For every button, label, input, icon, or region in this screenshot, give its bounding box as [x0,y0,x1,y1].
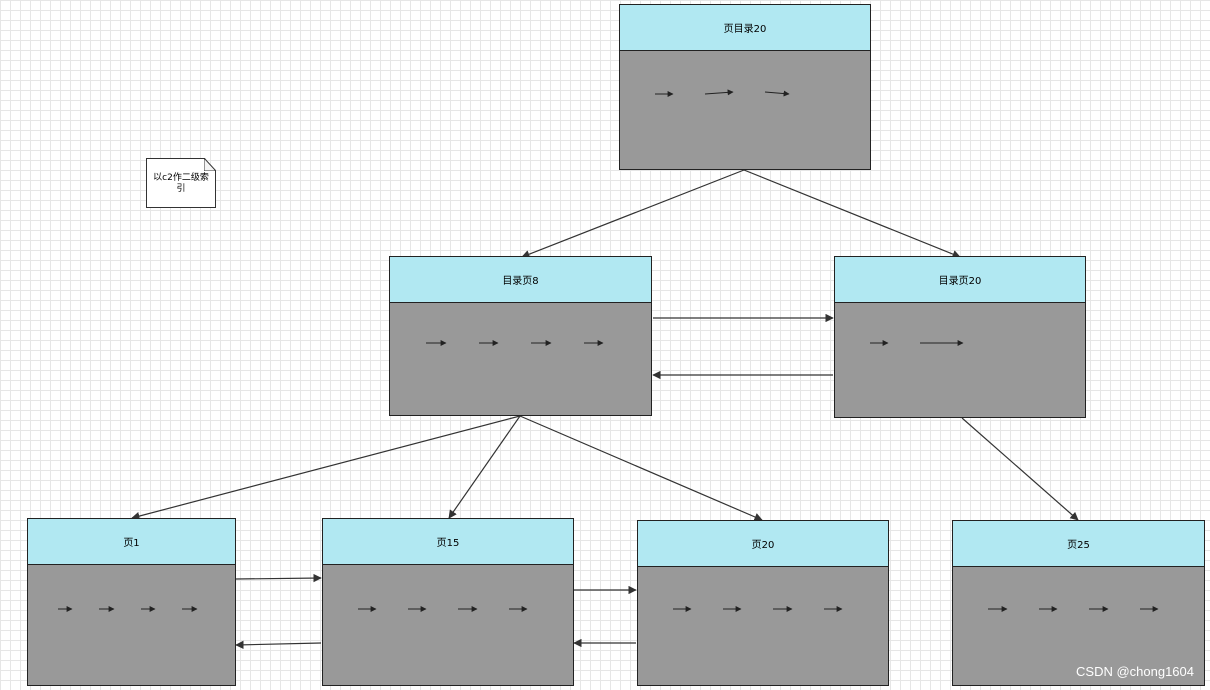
page-title: 目录页20 [835,257,1085,303]
edge-dir8-p15 [448,415,521,519]
page-dir8: 目录页8 [389,256,652,416]
page-p25: 页25 [952,520,1205,686]
page-title: 页15 [323,519,573,565]
edge-dir8-p20 [519,415,763,521]
note-fold-corner [204,158,216,171]
edge-p15-prev-p1 [235,640,322,650]
page-p20: 页20 [637,520,889,686]
annotation-note: 以c2作二级索引 [146,158,216,208]
page-title: 页25 [953,521,1204,567]
page-p1: 页1 [27,518,236,686]
edge-root-dir8 [521,169,745,259]
page-dir20: 目录页20 [834,256,1086,418]
edge-root-dir20 [743,169,961,259]
edge-dir8-p1 [131,415,521,521]
watermark: CSDN @chong1604 [1076,664,1194,679]
page-title: 页1 [28,519,235,565]
page-root: 页目录20 [619,4,871,170]
page-p15: 页15 [322,518,574,686]
edge-dir20-p25 [961,417,1079,521]
note-text: 以c2作二级索引 [153,173,209,194]
edge-p1-next-p15 [235,573,322,583]
page-title: 页目录20 [620,5,870,51]
page-title: 目录页8 [390,257,651,303]
page-title: 页20 [638,521,888,567]
